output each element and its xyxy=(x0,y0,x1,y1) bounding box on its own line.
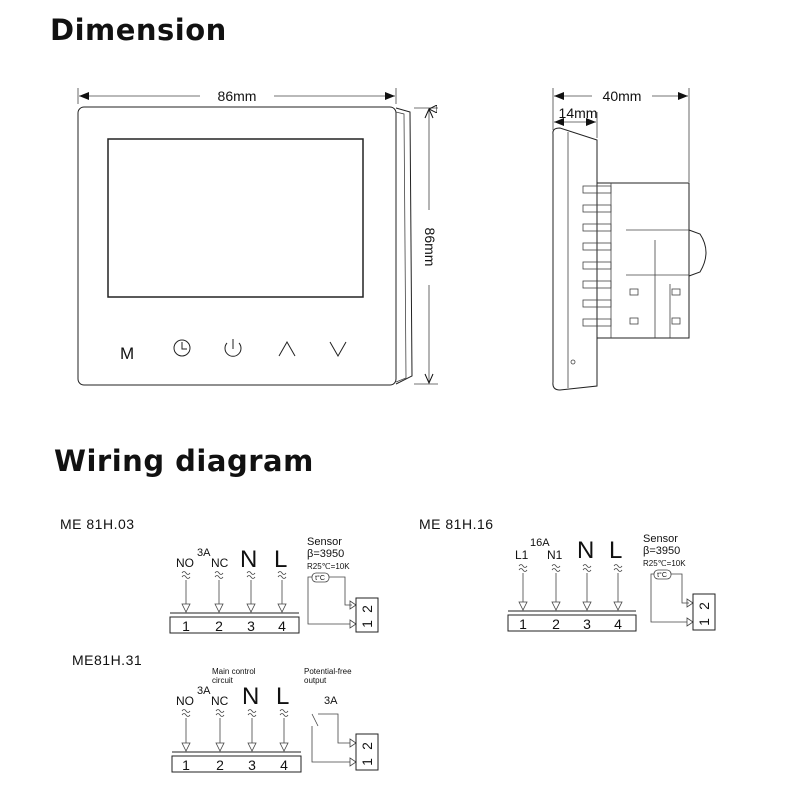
l-label: L xyxy=(609,537,622,564)
sensor-title: Sensor xyxy=(643,533,678,545)
nc-label: NC xyxy=(211,694,229,708)
potential-free-label: Potential-free xyxy=(304,667,352,676)
no-label: NO xyxy=(176,694,194,708)
clock-button[interactable] xyxy=(173,339,191,357)
current-label: 3A xyxy=(197,685,211,697)
height-label: 86mm xyxy=(422,228,438,267)
sensor-terminal-2: 2 xyxy=(359,605,375,613)
relay-current-label: 3A xyxy=(324,695,338,707)
sensor-terminal xyxy=(355,597,379,633)
terminal-4: 4 xyxy=(278,618,286,634)
output-terminal xyxy=(355,733,379,771)
sensor-terminal xyxy=(692,593,716,631)
sensor-r: R25℃=10K xyxy=(307,562,350,571)
n-label: N xyxy=(577,537,594,564)
up-arrow-button[interactable] xyxy=(278,340,296,357)
nc-label: NC xyxy=(211,556,229,570)
terminal-block xyxy=(171,755,302,773)
wiring-me81h16: ME 81H.16 16A L1 N1 N L 1 2 3 4 Sensor β… xyxy=(419,516,716,632)
circuit-label: circuit xyxy=(212,676,234,685)
front-frame xyxy=(77,106,397,386)
lcd-screen xyxy=(107,138,364,298)
sensor-terminal-1: 1 xyxy=(696,618,712,626)
terminal-2: 2 xyxy=(215,618,223,634)
sensor-beta: β=3950 xyxy=(307,548,344,560)
main-control-label: Main control xyxy=(212,667,256,676)
sensor-r: R25℃=10K xyxy=(643,559,686,568)
terminal-block xyxy=(169,616,300,634)
terminal-1: 1 xyxy=(519,616,527,632)
no-label: NO xyxy=(176,556,194,570)
m-button[interactable]: M xyxy=(120,344,134,363)
side-view: 40mm 14mm xyxy=(552,88,707,391)
terminal-3: 3 xyxy=(247,618,255,634)
sensor-terminal-2: 2 xyxy=(696,602,712,610)
dimension-title: Dimension xyxy=(50,13,227,47)
sensor-icon xyxy=(653,569,672,580)
output-terminal-1: 1 xyxy=(359,758,375,766)
l-label: L xyxy=(276,683,289,710)
model-label: ME81H.31 xyxy=(72,652,142,668)
wiring-me81h31: ME81H.31 Main control circuit Potential-… xyxy=(72,652,379,773)
terminal-2: 2 xyxy=(552,616,560,632)
output-terminal-2: 2 xyxy=(359,742,375,750)
current-label: 16A xyxy=(530,537,550,549)
sensor-terminal-1: 1 xyxy=(359,620,375,628)
sensor-beta: β=3950 xyxy=(643,545,680,557)
wiring-me81h03: ME 81H.03 NO 3A NC N L 1 2 3 4 Sensor β=… xyxy=(60,516,379,634)
output-label: output xyxy=(304,676,327,685)
terminal-1: 1 xyxy=(182,757,190,773)
terminal-4: 4 xyxy=(280,757,288,773)
sensor-icon xyxy=(311,572,330,583)
terminal-2: 2 xyxy=(216,757,224,773)
l1-label: L1 xyxy=(515,548,529,562)
n1-label: N1 xyxy=(547,548,563,562)
front-view: M 86mm 86mm xyxy=(77,88,438,386)
relay-switch xyxy=(311,713,319,727)
sensor-t: t°C xyxy=(657,571,667,579)
model-label: ME 81H.03 xyxy=(60,516,135,532)
n-label: N xyxy=(242,683,259,710)
terminal-3: 3 xyxy=(248,757,256,773)
down-arrow-button[interactable] xyxy=(329,341,347,358)
wiring-title: Wiring diagram xyxy=(54,444,314,478)
terminal-1: 1 xyxy=(182,618,190,634)
current-label: 3A xyxy=(197,547,211,559)
l-label: L xyxy=(274,546,287,573)
depth-label: 40mm xyxy=(603,88,642,104)
sensor-title: Sensor xyxy=(307,536,342,548)
model-label: ME 81H.16 xyxy=(419,516,494,532)
power-button[interactable] xyxy=(224,339,242,357)
n-label: N xyxy=(240,546,257,573)
terminal-4: 4 xyxy=(614,616,622,632)
front-depth-label: 14mm xyxy=(559,105,598,121)
terminal-block xyxy=(507,614,637,632)
terminal-3: 3 xyxy=(583,616,591,632)
sensor-t: t°C xyxy=(315,574,325,582)
width-label: 86mm xyxy=(218,88,257,104)
